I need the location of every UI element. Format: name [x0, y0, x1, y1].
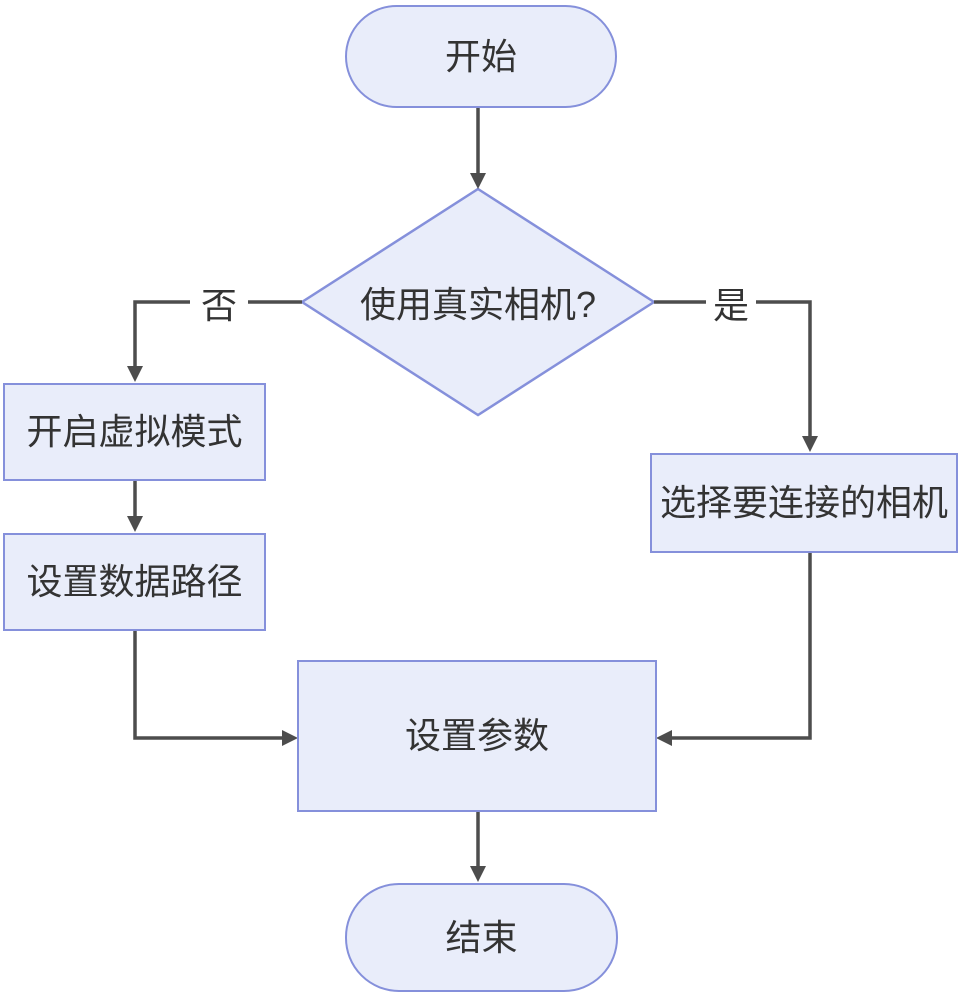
arrowhead-left-set-params [656, 730, 672, 746]
virtual-mode-node: 开启虚拟模式 [3, 383, 266, 481]
virtual-mode-node-label: 开启虚拟模式 [26, 411, 243, 452]
select-camera-node-label: 选择要连接的相机 [659, 482, 948, 523]
arrowhead-down-data-path [127, 516, 143, 532]
arrowhead-down-end [470, 866, 486, 882]
decision-node: 使用真实相机? [302, 189, 654, 415]
data-path-node-label: 设置数据路径 [26, 561, 243, 602]
decision-diamond-shape [299, 187, 657, 417]
arrowhead-right-set-params [282, 730, 298, 746]
end-node-label: 结束 [445, 916, 518, 958]
end-node: 结束 [345, 883, 618, 992]
arrowhead-down-decision [470, 173, 486, 189]
edge-virtual-mode-to-data-path [127, 480, 143, 532]
select-camera-node: 选择要连接的相机 [650, 453, 958, 553]
set-params-node: 设置参数 [297, 660, 657, 812]
edge-select-camera-to-set-params [656, 552, 812, 746]
data-path-node: 设置数据路径 [3, 533, 266, 631]
arrowhead-down-virtual-mode [127, 366, 143, 382]
edge-decision-to-select-camera [654, 300, 818, 452]
edge-set-params-to-end [470, 811, 486, 882]
edge-data-path-to-set-params [133, 630, 298, 746]
edge-decision-to-virtual-mode [127, 300, 302, 382]
start-node-label: 开始 [444, 35, 517, 77]
set-params-node-label: 设置参数 [404, 715, 549, 756]
start-node: 开始 [345, 5, 617, 108]
decision-node-label: 使用真实相机? [359, 284, 597, 325]
edge-label-no: 否 [196, 277, 242, 329]
arrowhead-down-select-camera [802, 436, 818, 452]
edge-label-yes: 是 [708, 277, 754, 329]
edge-start-to-decision [470, 107, 486, 189]
